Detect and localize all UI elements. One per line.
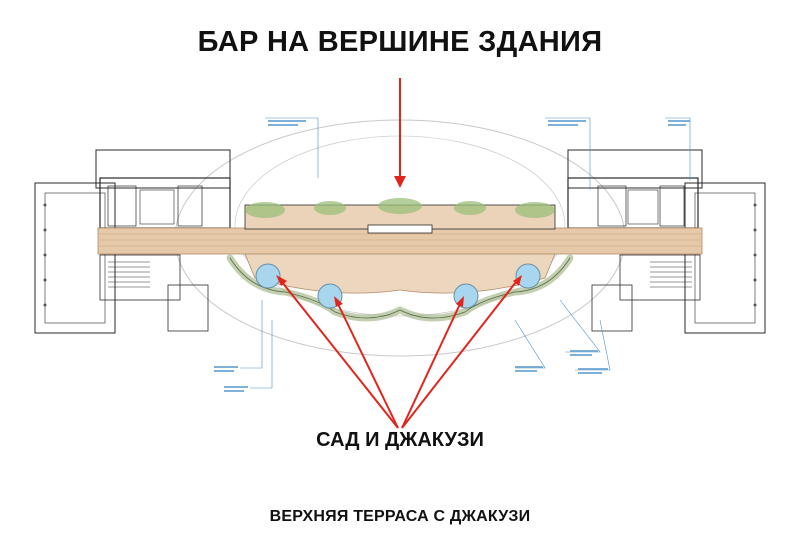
jacuzzi-arrow-1 — [281, 281, 399, 429]
right-column-dots — [753, 203, 757, 307]
jacuzzi-arrow-3 — [401, 303, 461, 429]
jacuzzi-arrow-3-head — [456, 296, 464, 307]
jacuzzi-arrow-4 — [401, 281, 517, 429]
deck-planks — [98, 233, 702, 247]
terrace-caption: ВЕРХНЯЯ ТЕРРАСА С ДЖАКУЗИ — [269, 508, 531, 525]
top-arrow-head — [394, 176, 406, 188]
bar-counter — [367, 224, 433, 234]
jacuzzi-arrow-2-head — [334, 296, 343, 307]
jacuzzi-arrow-2 — [337, 303, 399, 429]
central-terrace — [244, 253, 556, 294]
garden-jacuzzi-label: САД И ДЖАКУЗИ — [316, 429, 484, 451]
annotation-text-marks — [214, 120, 690, 392]
jacuzzi-arrow-4-head — [513, 275, 522, 286]
page-title: БАР НА ВЕРШИНЕ ЗДАНИЯ — [197, 26, 603, 58]
jacuzzi-4 — [515, 263, 541, 289]
right-stair — [650, 261, 692, 288]
left-wing — [34, 149, 231, 334]
red-arrows — [276, 78, 522, 429]
left-column-dots — [43, 203, 47, 307]
jacuzzi-1 — [255, 263, 281, 289]
garden-border-line — [229, 257, 571, 319]
left-stair — [108, 261, 150, 288]
greenery — [245, 198, 555, 218]
jacuzzi-arrow-1-head — [276, 275, 287, 286]
